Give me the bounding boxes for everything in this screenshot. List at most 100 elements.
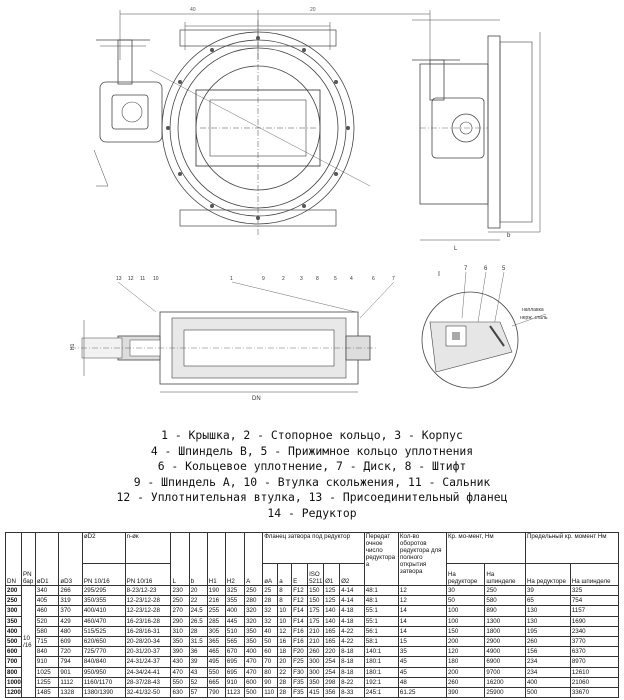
table-cell: F25	[291, 656, 309, 668]
table-cell: 192:1	[363, 676, 399, 688]
table-cell: 24.5	[188, 605, 208, 617]
table-cell: 14	[397, 605, 447, 617]
table-cell: 32	[262, 605, 279, 617]
table-cell: 140	[323, 615, 341, 627]
table-cell: 56:1	[363, 625, 399, 637]
th-h1: H1	[206, 532, 226, 586]
table-cell: 6900	[484, 656, 526, 668]
table-cell: 1800	[484, 625, 526, 637]
callout-11: 11	[140, 276, 145, 282]
th-b: b	[188, 532, 208, 586]
table-cell: 1157	[569, 605, 620, 617]
table-cell: 520	[34, 615, 60, 627]
table-cell: 260	[445, 676, 486, 688]
table-cell: 35	[397, 646, 447, 658]
dn-cell: 350	[4, 615, 23, 627]
table-cell: 1380/1390	[81, 686, 126, 699]
table-cell: 250	[244, 584, 264, 597]
table-cell: 36	[188, 646, 208, 658]
table-cell: 200	[445, 666, 486, 678]
th-d1: øD1	[34, 532, 60, 586]
table-cell: 48	[397, 676, 447, 688]
dn-cell: 250	[4, 595, 23, 607]
table-cell: 356	[323, 686, 341, 699]
table-cell: 260	[307, 646, 325, 658]
table-cell: 1160/1170	[81, 676, 126, 688]
table-cell: 460	[34, 605, 60, 617]
table-cell: 4-18	[339, 605, 365, 617]
table-cell: 24-34/24-41	[124, 666, 172, 678]
table-cell: 180	[445, 656, 486, 668]
dn-cell: 300	[4, 605, 23, 617]
table-cell: 1123	[224, 686, 246, 699]
dn-cell: 600	[4, 646, 23, 658]
callout-2: 2	[282, 276, 285, 282]
table-cell: 16200	[484, 676, 526, 688]
th-d3: øD3	[58, 532, 83, 586]
table-cell: 580	[34, 625, 60, 637]
table-cell: 12	[277, 625, 293, 637]
th-flange: Фланец затвора под редуктор	[262, 532, 365, 564]
table-cell: 400	[524, 676, 571, 688]
table-cell: 125	[323, 595, 341, 607]
callout-7: 7	[392, 276, 395, 282]
table-cell: 429	[58, 615, 83, 627]
table-cell: 58:1	[363, 635, 399, 648]
th-d2: øD2	[81, 532, 126, 564]
table-cell: 4-14	[339, 595, 365, 607]
th-torque-gear: На редукторе	[445, 563, 486, 586]
legend-line: 14 - Редуктор	[267, 505, 357, 520]
table-cell: 500	[244, 686, 264, 699]
table-cell: 28-37/28-43	[124, 676, 172, 688]
table-cell: F20	[291, 646, 309, 658]
technical-drawings: 40 20	[70, 7, 548, 402]
th-a: A	[244, 532, 264, 586]
table-cell: 470	[244, 656, 264, 668]
table-cell: 156	[524, 646, 571, 658]
table-cell: 50	[262, 635, 279, 648]
th-nk: n-øк	[124, 532, 172, 564]
table-cell: 8-18	[339, 666, 365, 678]
table-cell: 670	[224, 646, 246, 658]
table-cell: 16-23/16-28	[124, 615, 172, 627]
table-cell: 1328	[58, 686, 83, 699]
table-cell: 234	[524, 666, 571, 678]
table-cell: 26.5	[188, 615, 208, 627]
table-cell: 8-23/12-23	[124, 584, 172, 597]
table-cell: 100	[445, 615, 486, 627]
th-torque: Кр. мо-мент, Нм	[445, 532, 526, 564]
th-flange-e: E	[291, 563, 309, 586]
table-cell: 320	[244, 615, 264, 627]
dn-cell: 200	[4, 584, 23, 597]
table-cell: F14	[291, 605, 309, 617]
table-cell: 32-41/32-50	[124, 686, 172, 699]
table-cell: F16	[291, 635, 309, 648]
table-cell: 70	[262, 656, 279, 668]
table-cell: 754	[569, 595, 620, 607]
table-cell: 320	[244, 605, 264, 617]
table-cell: 195	[524, 625, 571, 637]
dn-cell: 700	[4, 656, 23, 668]
table-cell: 910	[224, 676, 246, 688]
table-cell: 52	[188, 676, 208, 688]
table-cell: 20-31/20-37	[124, 646, 172, 658]
table-cell: 470	[244, 666, 264, 678]
th-ratio-sub: a	[365, 561, 370, 568]
table-cell: 300	[307, 666, 325, 678]
table-cell: 4-18	[339, 615, 365, 627]
table-cell: 310	[170, 625, 190, 637]
table-cell: 500	[524, 686, 571, 699]
callout-5: 5	[334, 276, 337, 282]
legend-line: 1 - Крышка, 2 - Стопорное кольцо, 3 - Ко…	[161, 428, 463, 442]
table-cell: 12-23/12-28	[124, 605, 172, 617]
table-cell: 25900	[484, 686, 526, 699]
callout-9: 9	[262, 276, 265, 282]
th-h2: H2	[224, 532, 246, 586]
th-flange-iso: ISO 5211	[307, 563, 325, 586]
table-cell: 840	[34, 646, 60, 658]
table-cell: 31.5	[188, 635, 208, 648]
table-cell: 1255	[34, 676, 60, 688]
